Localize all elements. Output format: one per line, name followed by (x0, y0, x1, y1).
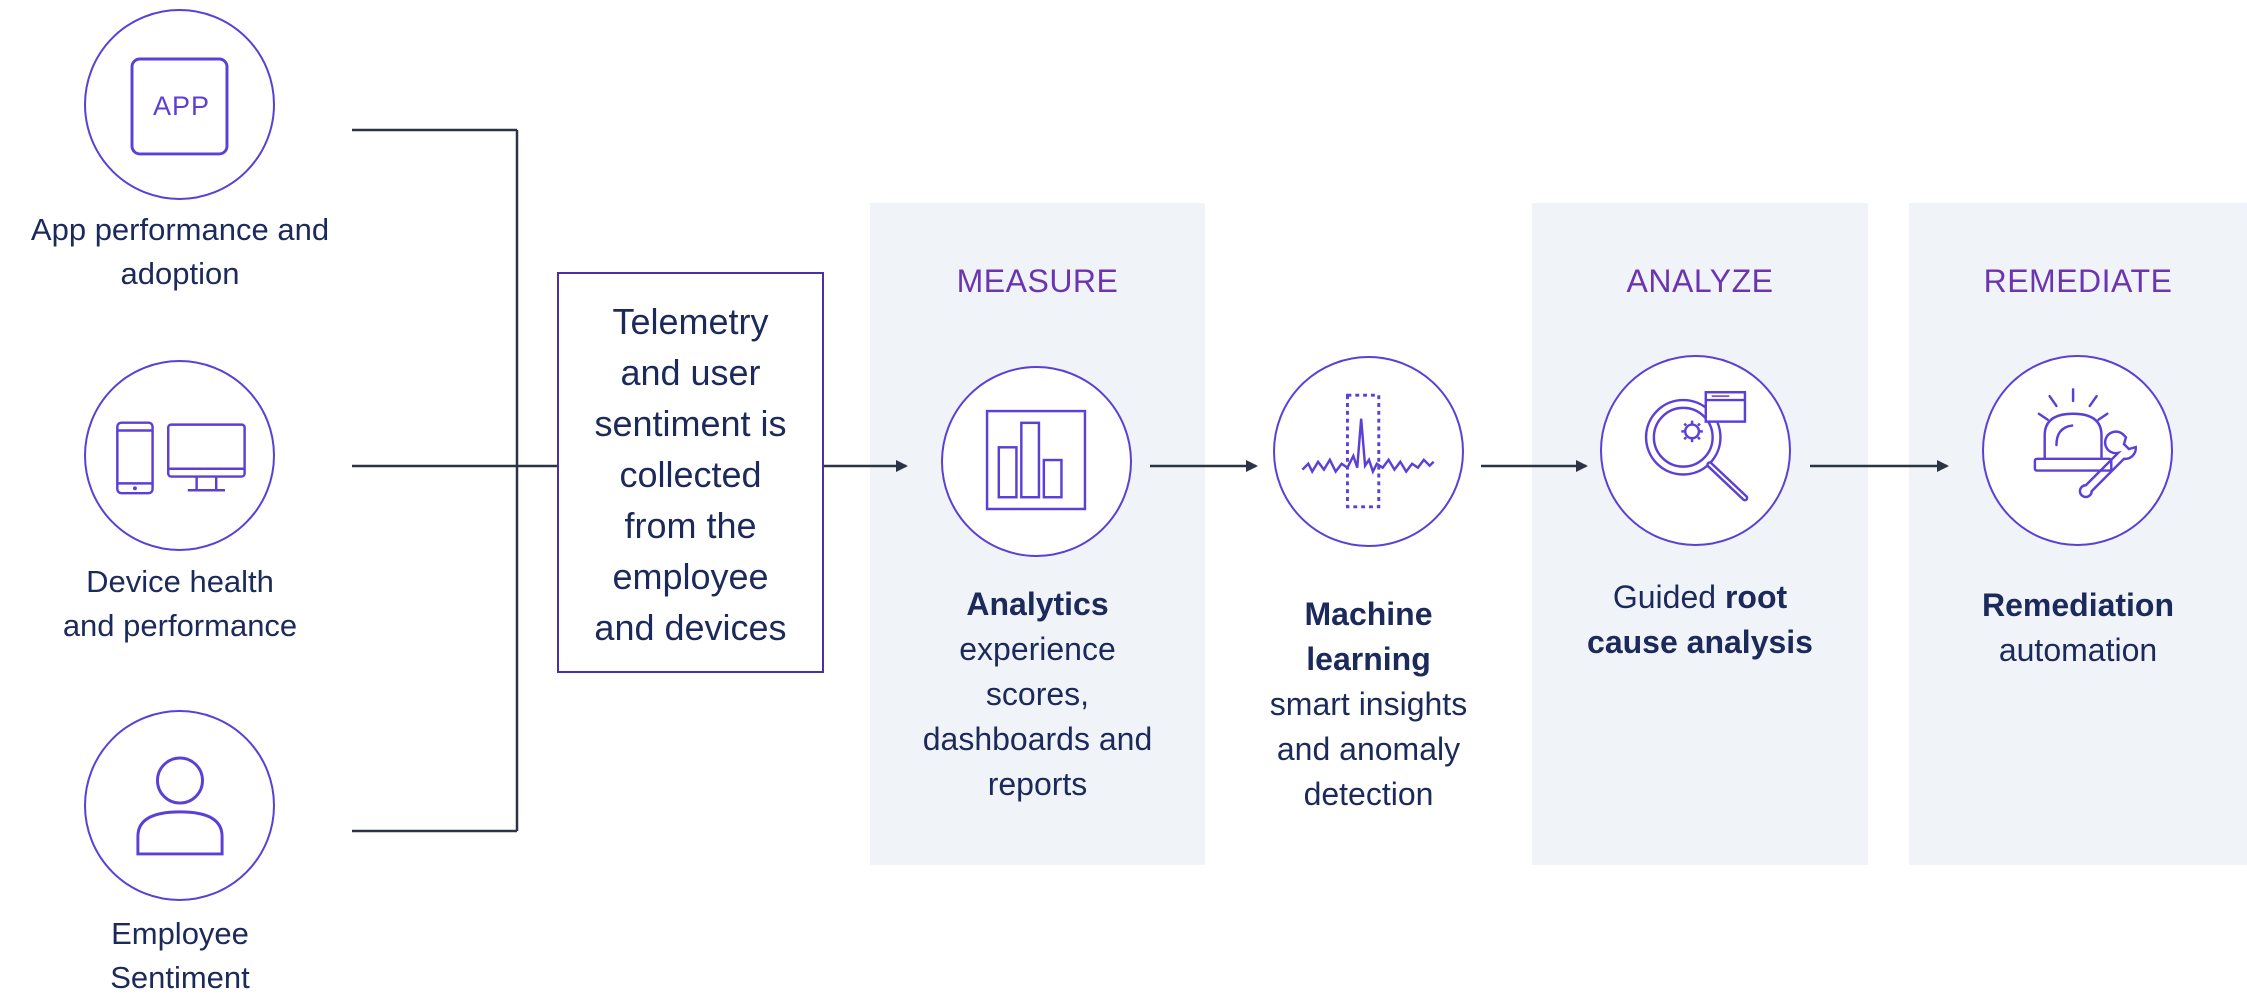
stage-measure: MEASURE (956, 263, 1119, 299)
telemetry-line: and devices (594, 607, 787, 648)
analytics-line: reports (987, 766, 1088, 802)
stage-analyze: ANALYZE (1626, 263, 1774, 299)
analytics-line: dashboards and (922, 721, 1153, 757)
alarm-wrench-icon (2033, 388, 2137, 499)
employee-circle (84, 710, 275, 901)
anomaly-icon (1301, 393, 1435, 509)
source-label-devices-line1: Device health (86, 564, 274, 599)
source-label-devices-line2: and performance (62, 608, 298, 643)
telemetry-line: employee (612, 556, 769, 597)
rca-text: Guided root cause analysis (1532, 575, 1868, 665)
ml-title-1: Machine (1304, 596, 1433, 632)
stage-remediate: REMEDIATE (1983, 263, 2173, 299)
analytics-text: Analytics experience scores, dashboards … (870, 582, 1205, 807)
source-label-app: App performance and adoption (0, 208, 370, 296)
rca-circle (1600, 355, 1791, 546)
devices-icon (116, 421, 246, 495)
telemetry-line: Telemetry (612, 301, 769, 342)
analytics-title: Analytics (966, 586, 1109, 622)
source-label-app-line2: adoption (120, 256, 240, 291)
app-icon-text: APP (152, 91, 211, 121)
devices-circle (84, 360, 275, 551)
user-icon (136, 756, 224, 856)
source-label-employee-line2: Sentiment (110, 960, 250, 995)
rca-title-2: cause analysis (1587, 624, 1813, 660)
source-label-devices: Device health and performance (0, 560, 370, 648)
remediation-title: Remediation (1981, 587, 2175, 623)
remediation-line: automation (1998, 632, 2158, 668)
ml-circle (1273, 356, 1464, 547)
telemetry-line: and user (620, 352, 761, 393)
telemetry-line: sentiment is (594, 403, 787, 444)
ml-title-2: learning (1306, 641, 1431, 677)
bar-chart-icon (985, 409, 1087, 511)
magnifier-gear-icon (1644, 391, 1749, 502)
remediation-text: Remediation automation (1909, 583, 2247, 673)
app-circle: APP (84, 9, 275, 200)
source-label-employee-line1: Employee (111, 916, 249, 951)
analytics-circle (941, 366, 1132, 557)
ml-text: Machine learning smart insights and anom… (1206, 592, 1531, 817)
remediation-circle (1982, 355, 2173, 546)
telemetry-line: from the (624, 505, 757, 546)
ml-line: detection (1303, 776, 1434, 812)
ml-line: and anomaly (1276, 731, 1461, 767)
telemetry-line: collected (619, 454, 762, 495)
analytics-line: scores, (985, 676, 1090, 712)
source-label-employee: Employee Sentiment (0, 912, 370, 1000)
rca-title-1: Guided root (1612, 579, 1788, 615)
app-icon (130, 57, 229, 156)
analytics-line: experience (959, 631, 1116, 667)
ml-line: smart insights (1269, 686, 1468, 722)
telemetry-box: Telemetry and user sentiment is collecte… (557, 272, 824, 673)
source-label-app-line1: App performance and (30, 212, 330, 247)
